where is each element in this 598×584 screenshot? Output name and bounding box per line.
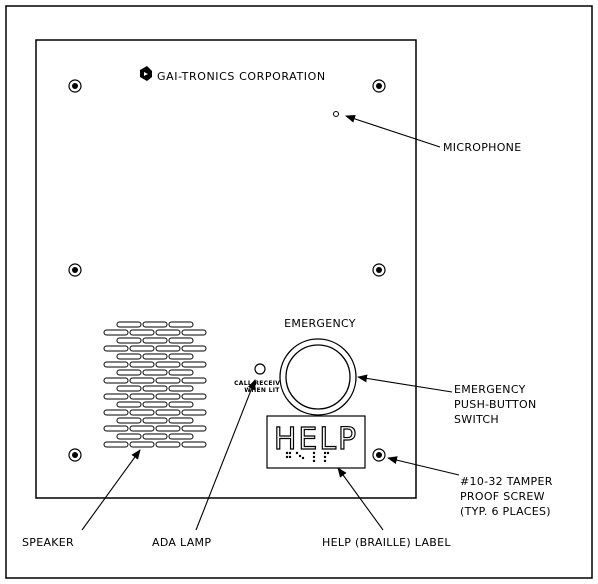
speaker-grille xyxy=(103,321,207,448)
help-label-leader xyxy=(337,467,384,531)
speaker-slot xyxy=(103,409,129,416)
speaker-slot xyxy=(142,369,168,376)
speaker-leader xyxy=(81,449,141,531)
speaker-slot xyxy=(129,361,155,368)
speaker-slot xyxy=(155,409,181,416)
speaker-slot xyxy=(181,409,207,416)
logo-text: GAI-TRONICS CORPORATION xyxy=(157,70,326,83)
microphone-callout: MICROPHONE xyxy=(443,141,521,154)
switch-callout-line2: PUSH-BUTTON xyxy=(454,398,537,411)
speaker-slot xyxy=(181,425,207,432)
speaker-slot xyxy=(181,345,207,352)
help-label-callout: HELP (BRAILLE) LABEL xyxy=(322,536,451,549)
speaker-slot xyxy=(168,369,194,376)
speaker-slot xyxy=(129,441,155,448)
faceplate xyxy=(35,39,417,499)
speaker-slot xyxy=(129,377,155,384)
switch-callout-line1: EMERGENCY xyxy=(454,383,526,396)
speaker-slot xyxy=(103,393,129,400)
speaker-slot xyxy=(181,441,207,448)
speaker-slot xyxy=(129,425,155,432)
speaker-slot xyxy=(168,417,194,424)
help-label-text: HELP xyxy=(274,422,358,457)
speaker-slot xyxy=(116,321,142,328)
speaker-slot xyxy=(155,393,181,400)
screw-leader xyxy=(387,456,460,476)
speaker-slot xyxy=(103,377,129,384)
braille-dots-icon xyxy=(285,451,330,463)
speaker-slot xyxy=(142,401,168,408)
speaker-slot xyxy=(181,329,207,336)
ada-lamp-icon xyxy=(254,363,266,375)
speaker-slot xyxy=(155,377,181,384)
switch-leader xyxy=(357,374,453,393)
speaker-slot xyxy=(155,345,181,352)
emergency-push-button[interactable] xyxy=(279,338,357,416)
microphone-icon xyxy=(333,111,339,117)
speaker-slot xyxy=(142,417,168,424)
speaker-slot xyxy=(116,337,142,344)
speaker-slot xyxy=(116,417,142,424)
speaker-slot xyxy=(103,425,129,432)
speaker-slot xyxy=(129,329,155,336)
drawing-frame xyxy=(5,5,593,579)
speaker-slot xyxy=(103,361,129,368)
speaker-slot xyxy=(142,353,168,360)
speaker-slot xyxy=(103,441,129,448)
screw-top-left xyxy=(68,79,82,93)
lamp-caption-line2: WHEN LIT xyxy=(244,387,280,394)
speaker-slot xyxy=(129,409,155,416)
speaker-slot xyxy=(103,345,129,352)
speaker-slot xyxy=(103,329,129,336)
speaker-slot xyxy=(168,337,194,344)
speaker-slot xyxy=(142,337,168,344)
help-label-plate xyxy=(266,415,366,469)
speaker-slot xyxy=(155,425,181,432)
speaker-slot xyxy=(129,345,155,352)
speaker-slot xyxy=(168,401,194,408)
screw-bottom-right xyxy=(372,448,386,462)
speaker-slot xyxy=(142,433,168,440)
screw-middle-left xyxy=(68,263,82,277)
speaker-slot xyxy=(155,441,181,448)
ada-lamp-callout: ADA LAMP xyxy=(152,536,211,549)
lamp-caption-line1: CALL RECEIVED xyxy=(234,380,290,387)
speaker-slot xyxy=(168,353,194,360)
speaker-slot xyxy=(181,393,207,400)
speaker-slot xyxy=(142,385,168,392)
speaker-slot xyxy=(116,369,142,376)
speaker-slot xyxy=(181,361,207,368)
screw-bottom-left xyxy=(68,448,82,462)
speaker-slot xyxy=(116,401,142,408)
ada-lamp-leader xyxy=(195,379,256,531)
speaker-slot xyxy=(116,385,142,392)
switch-callout-line3: SWITCH xyxy=(454,413,499,426)
speaker-callout: SPEAKER xyxy=(22,536,74,549)
speaker-slot xyxy=(155,329,181,336)
speaker-slot xyxy=(116,433,142,440)
speaker-slot xyxy=(168,385,194,392)
emergency-label: EMERGENCY xyxy=(284,317,356,330)
speaker-slot xyxy=(181,377,207,384)
screw-callout-line3: (TYP. 6 PLACES) xyxy=(460,505,551,518)
screw-top-right xyxy=(372,79,386,93)
microphone-leader xyxy=(345,115,441,148)
speaker-slot xyxy=(142,321,168,328)
gai-tronics-logo-icon xyxy=(140,66,152,81)
screw-callout-line1: #10-32 TAMPER xyxy=(460,475,553,488)
screw-middle-right xyxy=(372,263,386,277)
speaker-slot xyxy=(129,393,155,400)
screw-callout-line2: PROOF SCREW xyxy=(460,490,545,503)
speaker-slot xyxy=(155,361,181,368)
speaker-slot xyxy=(168,433,194,440)
speaker-slot xyxy=(168,321,194,328)
speaker-slot xyxy=(116,353,142,360)
